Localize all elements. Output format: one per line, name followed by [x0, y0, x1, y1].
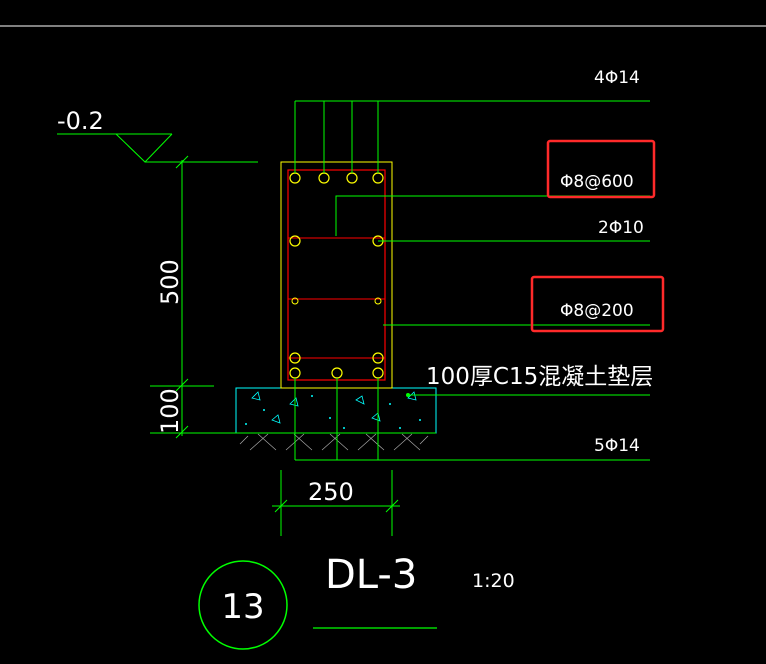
pad-leader-dot: [406, 393, 410, 397]
leader-lines: [294, 100, 650, 461]
soil-hatch: [239, 433, 429, 451]
drawing-scale: 1:20: [472, 570, 515, 592]
label-top-bars: 4Φ14: [594, 68, 640, 88]
dim-pad-100: 100: [156, 388, 184, 434]
detail-circle: [198, 560, 288, 650]
elevation-mark: -0.2: [57, 107, 258, 163]
highlight-box-stirrup-200: [530, 275, 665, 333]
dim-width-250: 250: [308, 478, 354, 506]
drawing-title: DL-3: [325, 552, 417, 598]
dim-height-500: 500: [156, 259, 184, 305]
top-rebars: [289, 172, 384, 184]
elevation-text: -0.2: [57, 107, 104, 135]
detail-number: 13: [221, 587, 264, 627]
bottom-rebars: [289, 352, 384, 379]
label-stirrup-600: Φ8@600: [560, 172, 634, 192]
horizontal-dimension: [272, 470, 400, 536]
vertical-dimension: [150, 155, 214, 439]
highlight-box-stirrup-600: [546, 139, 656, 199]
small-rebars: [291, 297, 382, 305]
label-pad-note: 100厚C15混凝土垫层: [426, 364, 653, 390]
label-stirrup-200: Φ8@200: [560, 301, 634, 321]
concrete-pad: [235, 387, 437, 434]
label-bottom-bars: 5Φ14: [594, 436, 640, 456]
label-mid-bars: 2Φ10: [598, 218, 644, 238]
